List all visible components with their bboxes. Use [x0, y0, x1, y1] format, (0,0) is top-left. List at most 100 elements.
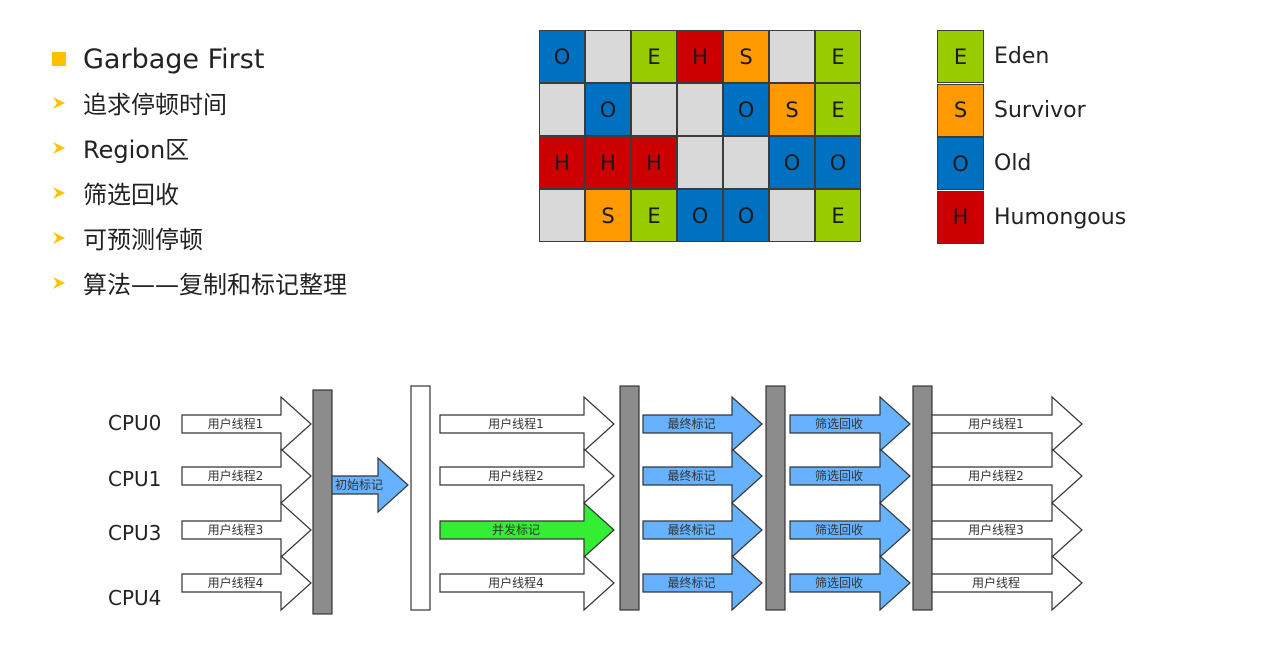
legend-label: Old — [994, 151, 1032, 177]
user-thread-arrow-shape — [931, 395, 1083, 453]
user-thread-arrow: 用户线程1 — [181, 395, 312, 453]
user-thread-arrow-shape — [931, 501, 1083, 559]
bullet-text: 追求停顿时间 — [83, 91, 227, 119]
evacuation-arrow-shape — [789, 554, 911, 612]
user-thread-arrow-label: 用户线程1 — [208, 416, 264, 431]
final-mark-arrow: 最终标记 — [642, 501, 763, 559]
region-cell-eden: E — [815, 30, 861, 83]
user-thread-arrow: 用户线程2 — [181, 447, 312, 505]
bullet-text: 算法——复制和标记整理 — [83, 271, 347, 299]
legend-label: Survivor — [994, 97, 1086, 123]
region-cell-old: O — [539, 30, 585, 83]
square-bullet-icon — [52, 52, 66, 66]
final-mark-arrow-label: 最终标记 — [667, 575, 715, 590]
region-legend: E Eden S Survivor O Old H Humongous — [937, 30, 1126, 244]
region-cell-empty — [769, 30, 815, 83]
bullet-item: 追求停顿时间 — [52, 80, 347, 125]
region-cell-eden: E — [815, 189, 861, 242]
region-cell-empty — [677, 83, 723, 136]
region-cell-old: O — [585, 83, 631, 136]
region-cell-empty — [539, 189, 585, 242]
arrowhead-bullet-icon — [53, 231, 65, 244]
bullet-item: 算法——复制和标记整理 — [52, 260, 347, 305]
region-cell-humongous: H — [631, 136, 677, 189]
initial-mark-arrow-shape — [331, 456, 409, 514]
region-cell-old: O — [723, 189, 769, 242]
user-thread-arrow-label: 用户线程4 — [488, 575, 544, 590]
cpu-label: CPU1 — [108, 467, 161, 491]
user-thread-arrow: 用户线程2 — [439, 447, 615, 505]
evacuation-arrow-label: 筛选回收 — [815, 522, 863, 537]
user-thread-arrow-label: 用户线程 — [972, 575, 1020, 590]
arrowhead-bullet-icon — [53, 186, 65, 199]
user-thread-arrow-label: 用户线程3 — [968, 522, 1024, 537]
bullet-text: Region区 — [83, 136, 190, 164]
bullet-item: 筛选回收 — [52, 170, 347, 215]
initial-mark-arrow: 初始标记 — [331, 456, 409, 514]
user-thread-arrow-shape — [931, 554, 1083, 612]
bullet-item: 可预测停顿 — [52, 215, 347, 260]
region-cell-humongous: H — [539, 136, 585, 189]
legend-item-eden: E Eden — [937, 30, 1126, 84]
user-thread-arrow-shape — [181, 395, 312, 453]
evacuation-arrow: 筛选回收 — [789, 395, 911, 453]
evacuation-arrow-label: 筛选回收 — [815, 575, 863, 590]
final-mark-arrow-label: 最终标记 — [667, 522, 715, 537]
region-cell-humongous: H — [677, 30, 723, 83]
initial-mark-arrow-label: 初始标记 — [335, 478, 383, 492]
region-cell-empty — [723, 136, 769, 189]
stw-pause-bar — [765, 385, 786, 611]
user-thread-arrow-label: 用户线程2 — [968, 468, 1024, 483]
evacuation-arrow: 筛选回收 — [789, 447, 911, 505]
final-mark-arrow-label: 最终标记 — [667, 416, 715, 431]
region-cell-empty — [677, 136, 723, 189]
user-thread-arrow-shape — [181, 447, 312, 505]
user-thread-arrow: 用户线程1 — [931, 395, 1083, 453]
final-mark-arrow: 最终标记 — [642, 395, 763, 453]
region-cell-survivor: S — [723, 30, 769, 83]
bullet-text: 筛选回收 — [83, 181, 179, 209]
final-mark-arrow: 最终标记 — [642, 447, 763, 505]
user-thread-arrow-shape — [181, 501, 312, 559]
legend-swatch-survivor: S — [937, 83, 984, 137]
region-cell-old: O — [677, 189, 723, 242]
user-thread-arrow-shape — [439, 447, 615, 505]
user-thread-arrow: 用户线程 — [931, 554, 1083, 612]
arrowhead-bullet-icon — [53, 141, 65, 154]
region-cell-survivor: S — [585, 189, 631, 242]
user-thread-arrow-label: 用户线程1 — [488, 416, 544, 431]
region-cell-eden: E — [815, 83, 861, 136]
region-cell-eden: E — [631, 30, 677, 83]
user-thread-arrow-shape — [931, 447, 1083, 505]
user-thread-arrow-shape — [439, 395, 615, 453]
evacuation-arrow-shape — [789, 395, 911, 453]
user-thread-arrow: 用户线程4 — [181, 554, 312, 612]
stw-pause-bar — [912, 385, 933, 611]
bullet-text: 可预测停顿 — [83, 226, 203, 254]
concurrent-mark-arrow: 并发标记 — [439, 501, 615, 559]
concurrent-mark-arrow-label: 并发标记 — [492, 522, 540, 537]
user-thread-arrow: 用户线程4 — [439, 554, 615, 612]
region-cell-survivor: S — [769, 83, 815, 136]
cpu-label: CPU4 — [108, 586, 161, 610]
user-thread-arrow-label: 用户线程2 — [488, 468, 544, 483]
final-mark-arrow-shape — [642, 501, 763, 559]
user-thread-arrow-label: 用户线程2 — [208, 468, 264, 483]
legend-swatch-eden: E — [937, 30, 984, 84]
bullet-list: Garbage First 追求停顿时间 Region区 筛选回收 可预测停顿 … — [52, 38, 347, 305]
stw-pause-bar — [312, 389, 333, 615]
user-thread-arrow: 用户线程3 — [931, 501, 1083, 559]
cpu-label: CPU3 — [108, 521, 161, 545]
title-row: Garbage First — [52, 38, 347, 80]
user-thread-arrow-label: 用户线程3 — [208, 522, 264, 537]
user-thread-arrow: 用户线程3 — [181, 501, 312, 559]
region-cell-eden: E — [631, 189, 677, 242]
final-mark-arrow-label: 最终标记 — [667, 468, 715, 483]
final-mark-arrow: 最终标记 — [642, 554, 763, 612]
